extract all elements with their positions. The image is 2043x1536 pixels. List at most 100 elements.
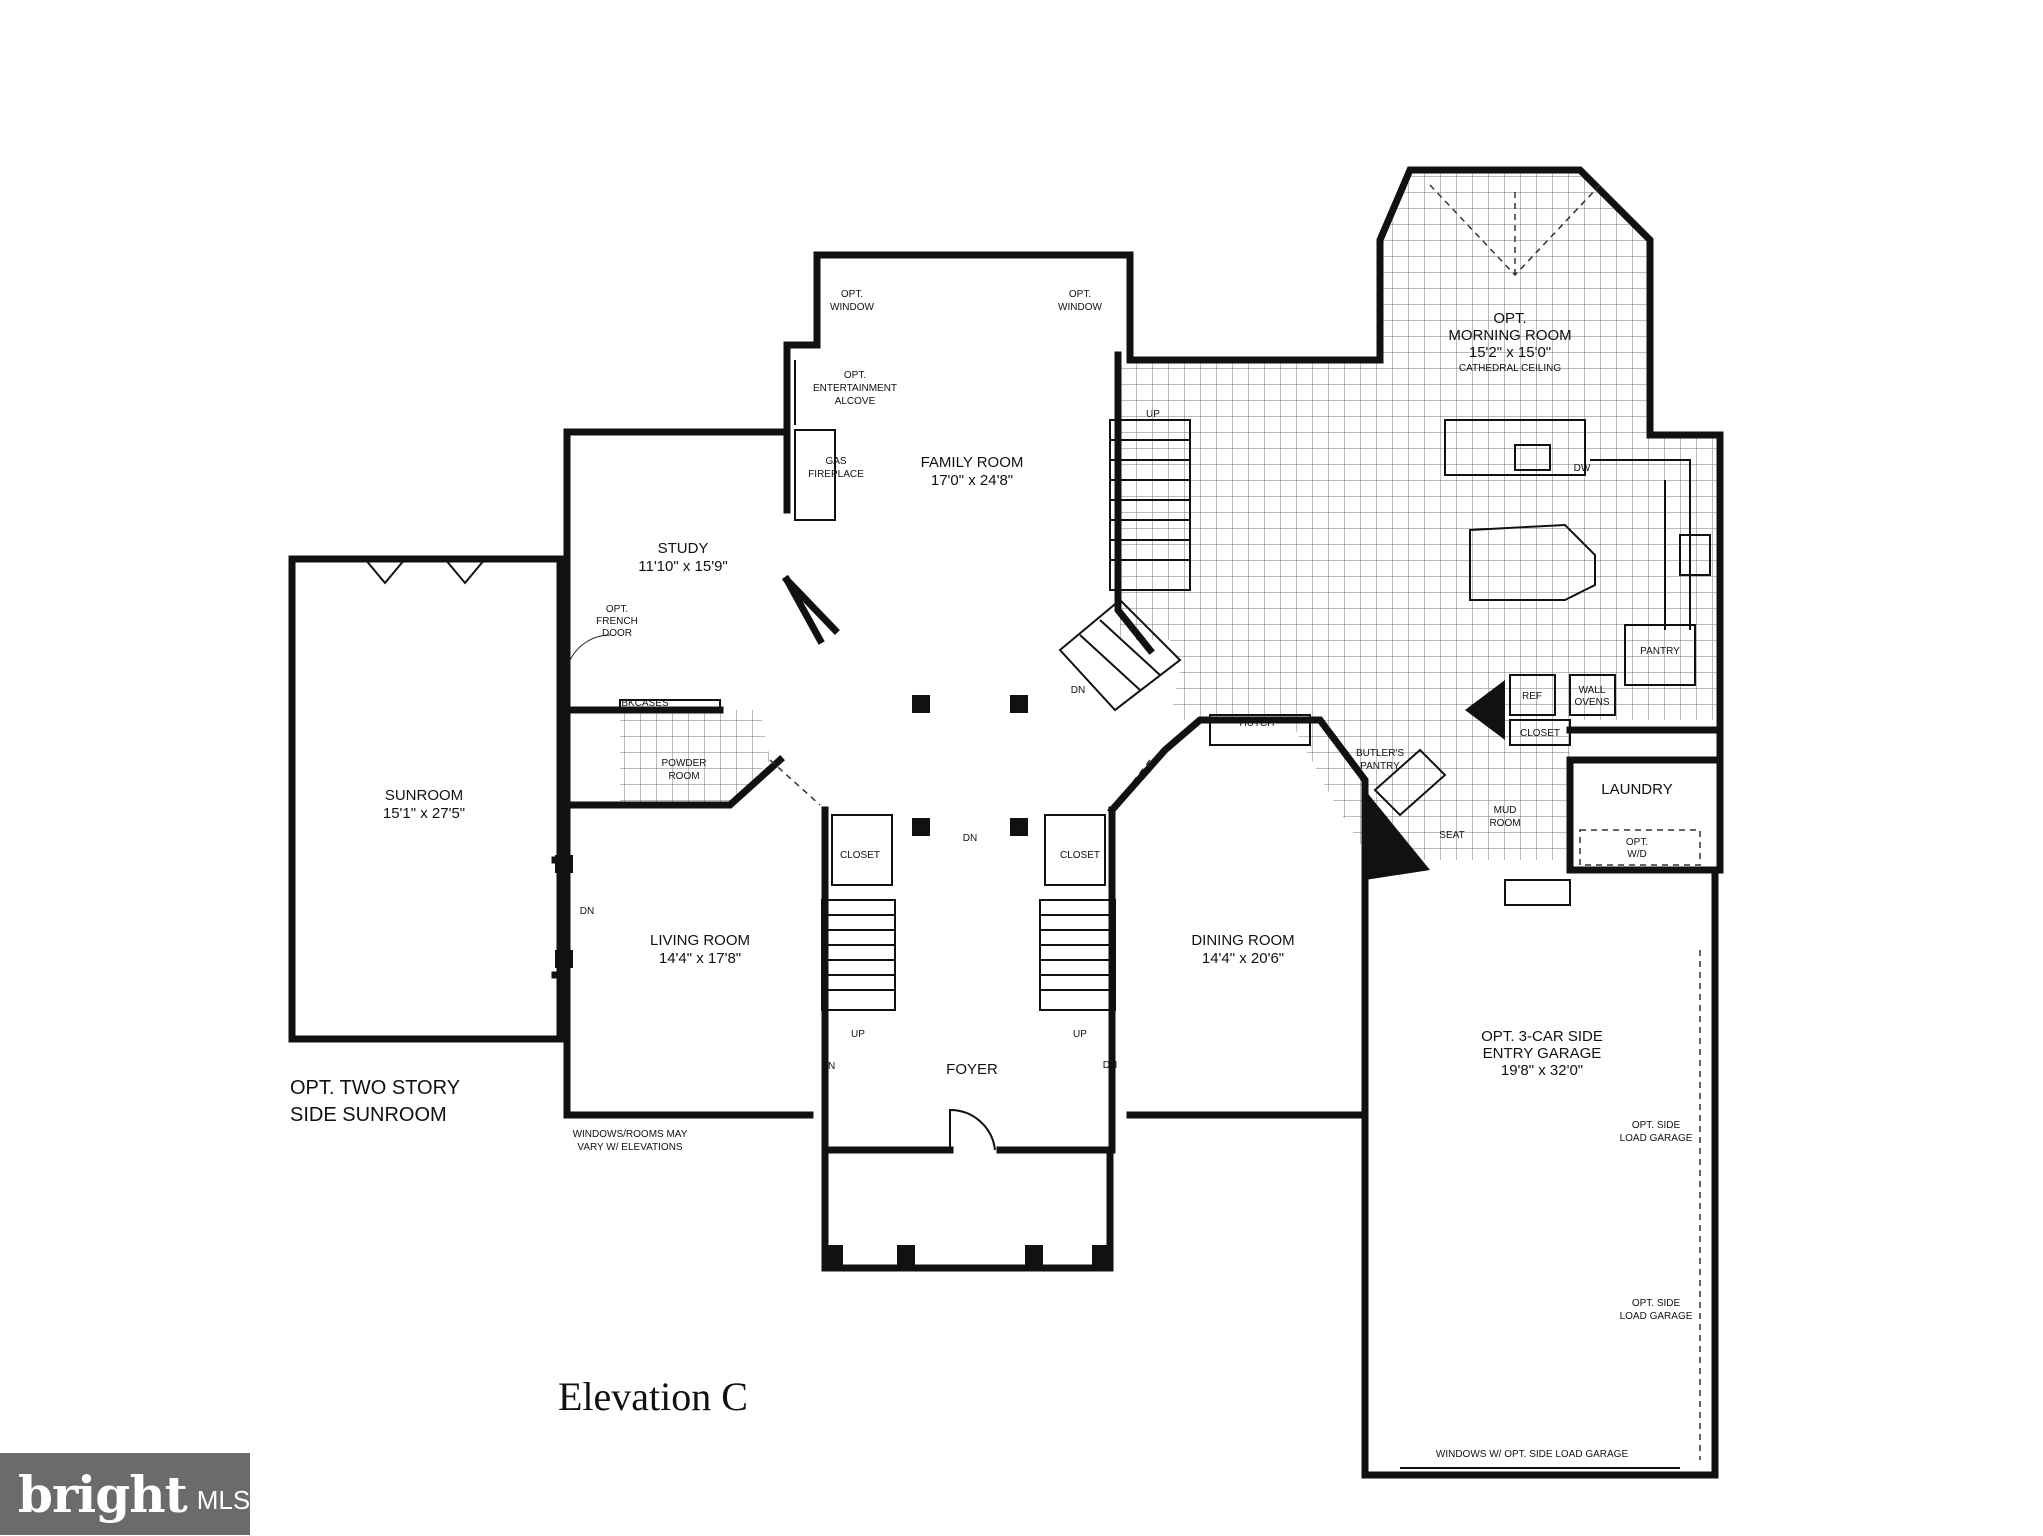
page-title: Elevation C (558, 1374, 748, 1419)
foyer-name: FOYER (946, 1061, 998, 1078)
foyer-stair-right (1039, 899, 1116, 1011)
stair-dn-label: DN (1071, 685, 1085, 696)
cooktop (1679, 534, 1711, 576)
side-load-2a: OPT. SIDE (1632, 1298, 1681, 1309)
wd-2: W/D (1627, 849, 1646, 860)
opt-window-left-1: OPT. (841, 289, 863, 300)
butlers-1: BUTLER'S (1356, 748, 1404, 759)
living-dn: DN (580, 906, 594, 917)
hutch (1209, 714, 1311, 746)
porch-column (897, 1245, 915, 1268)
foyer-dn-right: DN (1103, 1060, 1117, 1071)
powder-room-walls (566, 706, 785, 809)
garage-windows-note: WINDOWS W/ OPT. SIDE LOAD GARAGE (1436, 1449, 1629, 1460)
column (912, 695, 930, 713)
seat-label: SEAT (1439, 830, 1464, 841)
garage-walls (1361, 866, 1719, 1479)
column (1010, 695, 1028, 713)
mud-room-2: ROOM (1489, 818, 1520, 829)
family-room-name: FAMILY ROOM (921, 454, 1024, 471)
dining-room-name: DINING ROOM (1191, 932, 1294, 949)
side-load-2b: LOAD GARAGE (1620, 1311, 1693, 1322)
study-door (567, 634, 611, 666)
column (1010, 818, 1028, 836)
butlers-2: PANTRY (1360, 761, 1400, 772)
porch-column (1025, 1245, 1043, 1268)
foyer-up-left: UP (851, 1029, 865, 1040)
dw-label: DW (1574, 463, 1591, 474)
garage-name-1: OPT. 3-CAR SIDE (1481, 1028, 1603, 1045)
front-door (949, 1108, 996, 1151)
kitchen-perimeter-counter (1590, 459, 1691, 630)
hutch-label: HUTCH (1240, 718, 1275, 729)
closet-right-label: CLOSET (1060, 850, 1100, 861)
fireplace-2: FIREPLACE (808, 469, 864, 480)
logo-brand: bright (18, 1464, 188, 1524)
ref-wall (1465, 680, 1505, 740)
tile-floor-powder (620, 710, 770, 805)
windows-rooms-2: VARY W/ ELEVATIONS (577, 1142, 683, 1153)
mud-room-door (1504, 879, 1571, 906)
morning-room-note: CATHEDRAL CEILING (1459, 363, 1561, 374)
opt-window-right-1: OPT. (1069, 289, 1091, 300)
foyer-walls (821, 806, 1116, 1154)
side-load-1b: LOAD GARAGE (1620, 1133, 1693, 1144)
garage-name-2: ENTRY GARAGE (1483, 1045, 1602, 1062)
kitchen-walls (1126, 166, 1724, 874)
wall-ovens (1569, 674, 1616, 716)
alcove-1: OPT. (844, 370, 866, 381)
french-door-1: OPT. (606, 604, 628, 615)
family-room-walls (782, 251, 1155, 655)
opt-window-left-2: WINDOW (830, 302, 874, 313)
column (912, 818, 930, 836)
morning-room-name-2: MORNING ROOM (1448, 327, 1571, 344)
living-door-post (555, 855, 573, 873)
foyer-dn-left: DN (821, 1061, 835, 1072)
sunroom-window (364, 558, 486, 585)
alcove-2: ENTERTAINMENT (813, 383, 897, 394)
study-fireplace (794, 429, 836, 521)
living-door-post (555, 950, 573, 968)
ref-label: REF (1522, 691, 1542, 702)
closet-left-label: CLOSET (840, 850, 880, 861)
fireplace-1: GAS (825, 456, 846, 467)
foyer-stair-left (821, 899, 896, 1011)
morning-room-vault (1429, 184, 1601, 277)
pantry-label: PANTRY (1640, 646, 1680, 657)
bright-mls-logo: bright MLS (0, 1453, 250, 1535)
french-door-2: FRENCH (596, 616, 638, 627)
alcove-3: ALCOVE (835, 396, 876, 407)
stair-up-label: UP (1146, 409, 1160, 420)
opt-window-right-2: WINDOW (1058, 302, 1102, 313)
living-room-name: LIVING ROOM (650, 932, 750, 949)
closet-left (831, 814, 893, 886)
family-stair-up (1109, 419, 1191, 591)
wd-1: OPT. (1626, 837, 1648, 848)
pantry-closet (1624, 624, 1696, 686)
closet-right (1044, 814, 1106, 886)
refrigerator (1509, 674, 1556, 716)
washer-dryer (1579, 829, 1701, 866)
kitchen-sink (1514, 444, 1551, 471)
sunroom-dim: 15'1" x 27'5" (383, 805, 465, 822)
morning-room-dim: 15'2" x 15'0" (1469, 344, 1551, 361)
side-load-1a: OPT. SIDE (1632, 1120, 1681, 1131)
sunroom-note-1: OPT. TWO STORY (290, 1077, 460, 1099)
study-dim: 11'10" x 15'9" (638, 558, 728, 575)
morning-room-name-1: OPT. (1493, 310, 1526, 327)
wall-ovens-1: WALL (1579, 685, 1606, 696)
laundry-walls (1566, 726, 1724, 874)
entertainment-alcove (790, 344, 820, 425)
family-room-dim: 17'0" x 24'8" (931, 472, 1013, 489)
wall-ovens-2: OVENS (1574, 697, 1609, 708)
sunroom-name: SUNROOM (385, 787, 463, 804)
powder-name-1: POWDER (662, 758, 707, 769)
powder-name-2: ROOM (668, 771, 699, 782)
foyer-up-right: UP (1073, 1029, 1087, 1040)
logo-mls: MLS (196, 1484, 251, 1515)
kitchen-island (1469, 523, 1596, 601)
sunroom-walls (288, 555, 564, 1043)
study-name: STUDY (658, 540, 709, 557)
family-stair-down (1058, 598, 1182, 712)
